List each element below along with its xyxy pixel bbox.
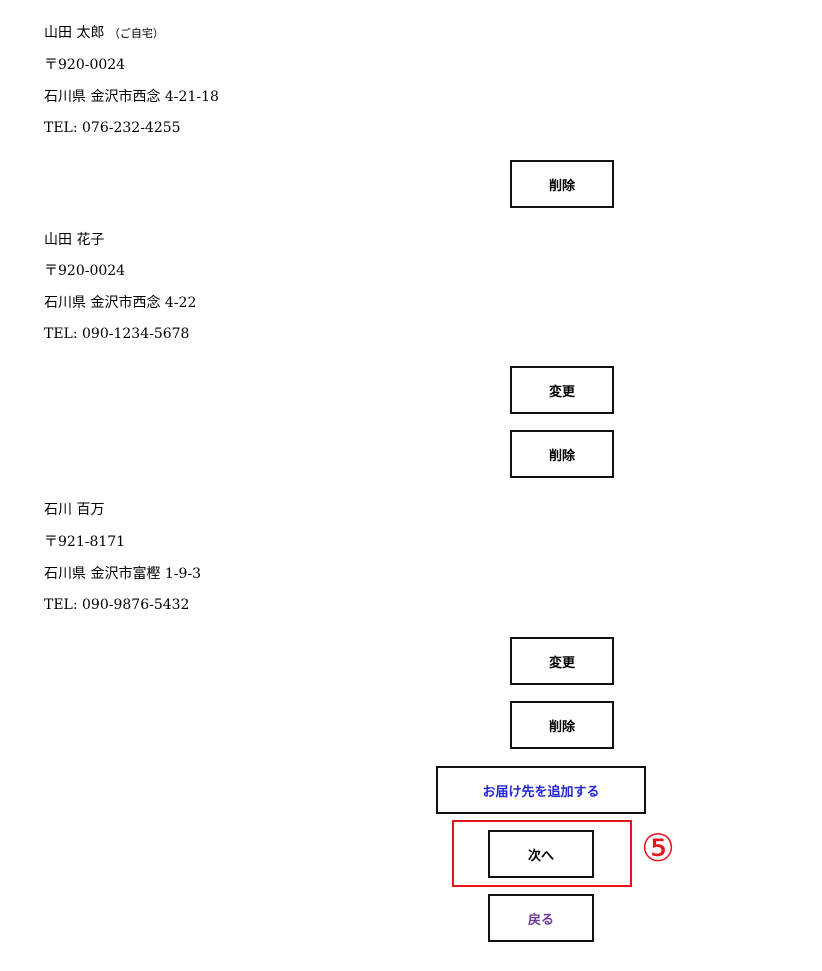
change-button[interactable]: 変更 [510,637,614,685]
highlight-box [452,820,632,887]
address-name: 山田 太郎 （ご自宅） [44,25,164,41]
address-line: 石川県 金沢市西念 4-21-18 [44,89,219,105]
next-button[interactable]: 次へ [488,830,594,878]
address-tel: TEL: 076-232-4255 [44,120,181,136]
change-button[interactable]: 変更 [510,366,614,414]
address-tel: TEL: 090-9876-5432 [44,597,190,613]
back-button[interactable]: 戻る [488,894,594,942]
address-line: 石川県 金沢市西念 4-22 [44,295,197,311]
address-name: 山田 花子 [44,232,105,248]
address-name: 石川 百万 [44,502,105,518]
address-postal: 〒920-0024 [44,57,126,73]
address-postal: 〒920-0024 [44,263,126,279]
home-tag: （ご自宅） [108,27,164,40]
delete-button[interactable]: 削除 [510,430,614,478]
address-postal: 〒921-8171 [44,534,126,550]
annotation-marker: ⑤ [641,826,676,870]
address-tel: TEL: 090-1234-5678 [44,326,190,342]
delete-button[interactable]: 削除 [510,160,614,208]
delete-button[interactable]: 削除 [510,701,614,749]
address-line: 石川県 金沢市富樫 1-9-3 [44,566,202,582]
add-address-button[interactable]: お届け先を追加する [436,766,646,814]
